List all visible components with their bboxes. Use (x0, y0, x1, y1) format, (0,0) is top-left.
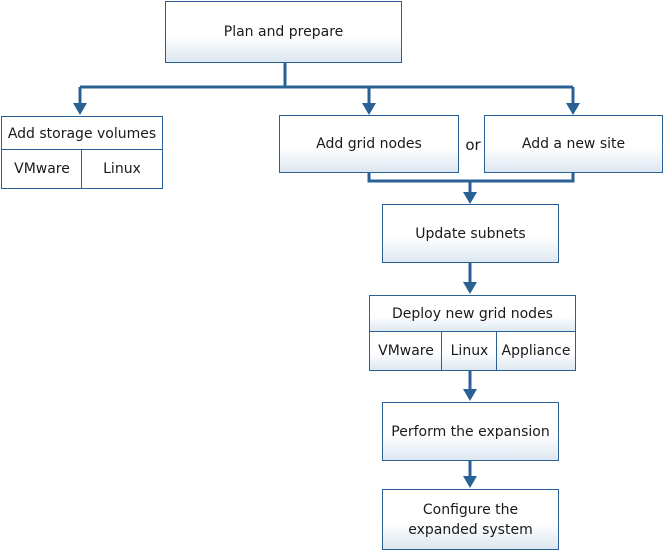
arrow-to-configure (463, 476, 477, 488)
arrow-to-grid-nodes (362, 103, 376, 115)
configure-label-line2: expanded system (408, 521, 533, 538)
deploy-new-grid-nodes-box: Deploy new grid nodes (369, 295, 576, 333)
configure-expanded-system-box: Configure the expanded system (382, 489, 559, 550)
arrow-to-new-site (566, 103, 580, 115)
plan-and-prepare-box: Plan and prepare (165, 1, 402, 63)
add-new-site-label: Add a new site (521, 136, 626, 152)
connector-merge (367, 172, 575, 183)
perform-expansion-box: Perform the expansion (382, 402, 559, 461)
deploy-vmware-label: VMware (378, 343, 434, 359)
deploy-linux-label: Linux (450, 343, 489, 359)
deploy-linux-box: Linux (441, 331, 498, 371)
deploy-vmware-box: VMware (369, 331, 443, 371)
add-storage-volumes-label: Add storage volumes (7, 125, 157, 142)
arrow-to-update-subnets (463, 192, 477, 204)
arrow-to-deploy (463, 282, 477, 294)
add-grid-nodes-label: Add grid nodes (316, 136, 422, 152)
arrow-to-perform (463, 389, 477, 401)
update-subnets-label: Update subnets (415, 225, 526, 242)
deploy-appliance-box: Appliance (496, 331, 576, 371)
storage-linux-label: Linux (103, 161, 141, 177)
storage-linux-box: Linux (81, 149, 163, 189)
or-label: or (465, 136, 481, 154)
configure-label-line1: Configure the (422, 501, 519, 518)
perform-expansion-label: Perform the expansion (391, 423, 550, 440)
plan-and-prepare-label: Plan and prepare (223, 24, 344, 40)
deploy-appliance-label: Appliance (501, 343, 571, 359)
storage-vmware-label: VMware (14, 161, 70, 177)
add-storage-volumes-box: Add storage volumes (1, 116, 163, 151)
storage-vmware-box: VMware (1, 149, 83, 189)
add-grid-nodes-box: Add grid nodes (279, 115, 459, 173)
add-new-site-box: Add a new site (484, 115, 663, 173)
update-subnets-box: Update subnets (382, 204, 559, 263)
arrow-to-storage-volumes (73, 103, 87, 115)
deploy-new-grid-nodes-label: Deploy new grid nodes (392, 306, 553, 322)
